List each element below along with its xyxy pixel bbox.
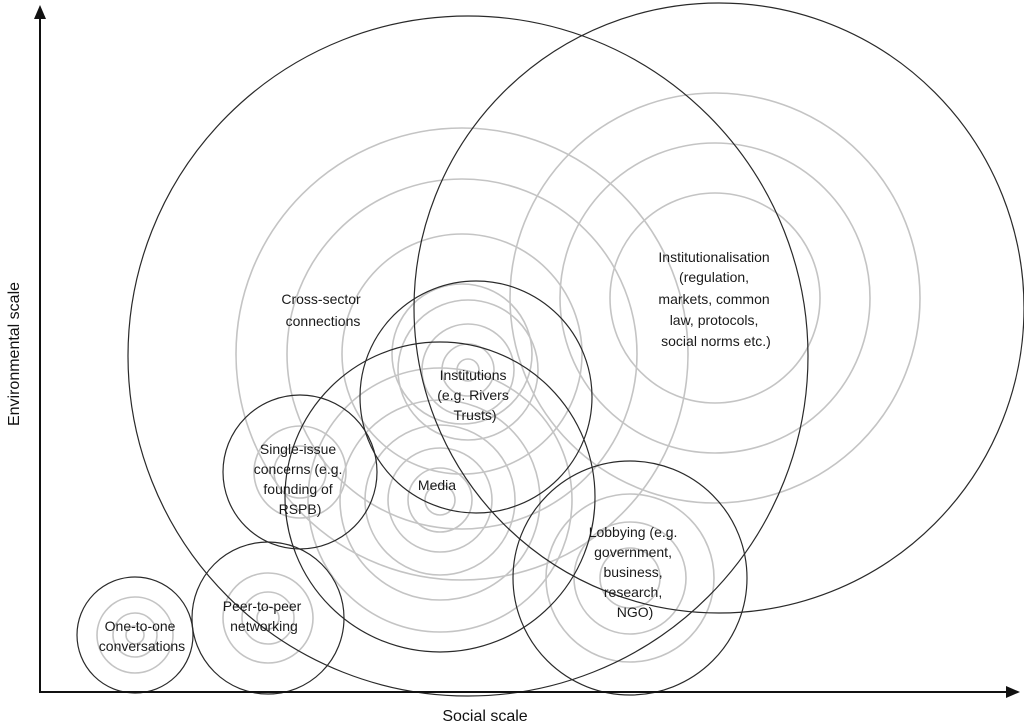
lobbying-label: Lobbying (e.g. government, business, res…	[589, 524, 682, 620]
single-issue-light-rings	[253, 425, 347, 519]
y-axis-label: Environmental scale	[6, 282, 23, 426]
one-to-one-circle	[76, 576, 194, 694]
institutions-label: Institutions (e.g. Rivers Trusts)	[437, 367, 512, 423]
lobbying-light-rings	[545, 493, 715, 663]
cross-sector-label: Cross-sector connections	[281, 291, 364, 329]
one-to-one-light-rings	[96, 596, 174, 674]
x-axis-arrow	[1006, 686, 1020, 698]
single-issue-circle	[222, 394, 378, 550]
lobbying-circle	[512, 460, 748, 696]
institutionalisation-label: Institutionalisation (regulation, market…	[658, 249, 773, 349]
dark-rings	[76, 2, 1024, 697]
institutions-circle	[359, 280, 593, 514]
media-light-rings	[307, 367, 573, 633]
x-axis-label: Social scale	[442, 708, 527, 725]
peer-to-peer-light-rings	[222, 572, 314, 664]
peer-to-peer-label: Peer-to-peer networking	[223, 598, 305, 634]
light-rings	[96, 92, 921, 674]
media-circle	[284, 341, 596, 653]
single-issue-label: Single-issue concerns (e.g. founding of …	[254, 441, 347, 517]
institutions-light-rings	[397, 299, 539, 441]
institutionalisation-light-rings	[509, 92, 921, 504]
one-to-one-label: One-to-one conversations	[99, 618, 185, 654]
axes	[34, 5, 1020, 698]
media-label: Media	[418, 477, 456, 493]
cross-sector-circle	[127, 15, 809, 697]
y-axis-arrow	[34, 5, 46, 19]
institutionalisation-circle	[413, 2, 1024, 614]
cross-sector-light-rings	[235, 127, 689, 581]
